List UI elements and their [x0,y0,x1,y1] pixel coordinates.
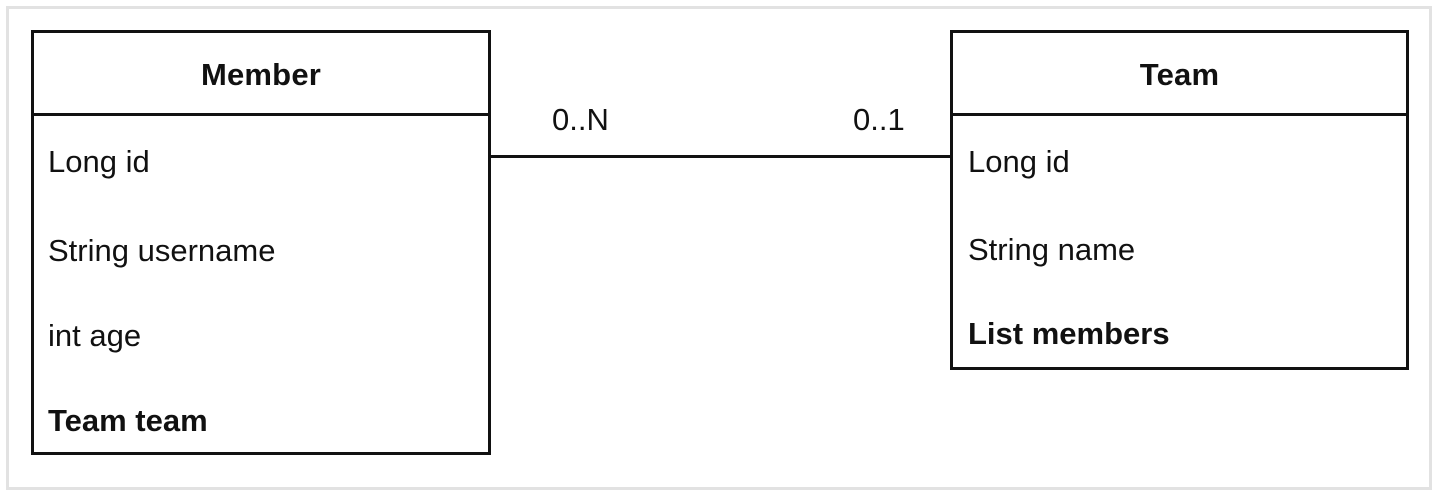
attribute-row: Long id [48,144,150,179]
attribute-row: String name [968,232,1136,267]
attribute-list-team: Long id String name List members [953,116,1406,376]
association-line [489,155,952,158]
uml-class-member[interactable]: Member Long id String username int age T… [31,30,491,455]
class-title-team: Team [953,33,1406,116]
attribute-row: String username [48,233,276,268]
multiplicity-label-target: 0..1 [853,102,905,137]
uml-class-team[interactable]: Team Long id String name List members [950,30,1409,370]
attribute-row: int age [48,318,142,353]
multiplicity-label-source: 0..N [552,102,609,137]
attribute-list-member: Long id String username int age Team tea… [34,116,488,463]
attribute-row: List members [968,316,1170,351]
attribute-row: Long id [968,144,1070,179]
class-title-member: Member [34,33,488,116]
attribute-row: Team team [48,403,208,438]
